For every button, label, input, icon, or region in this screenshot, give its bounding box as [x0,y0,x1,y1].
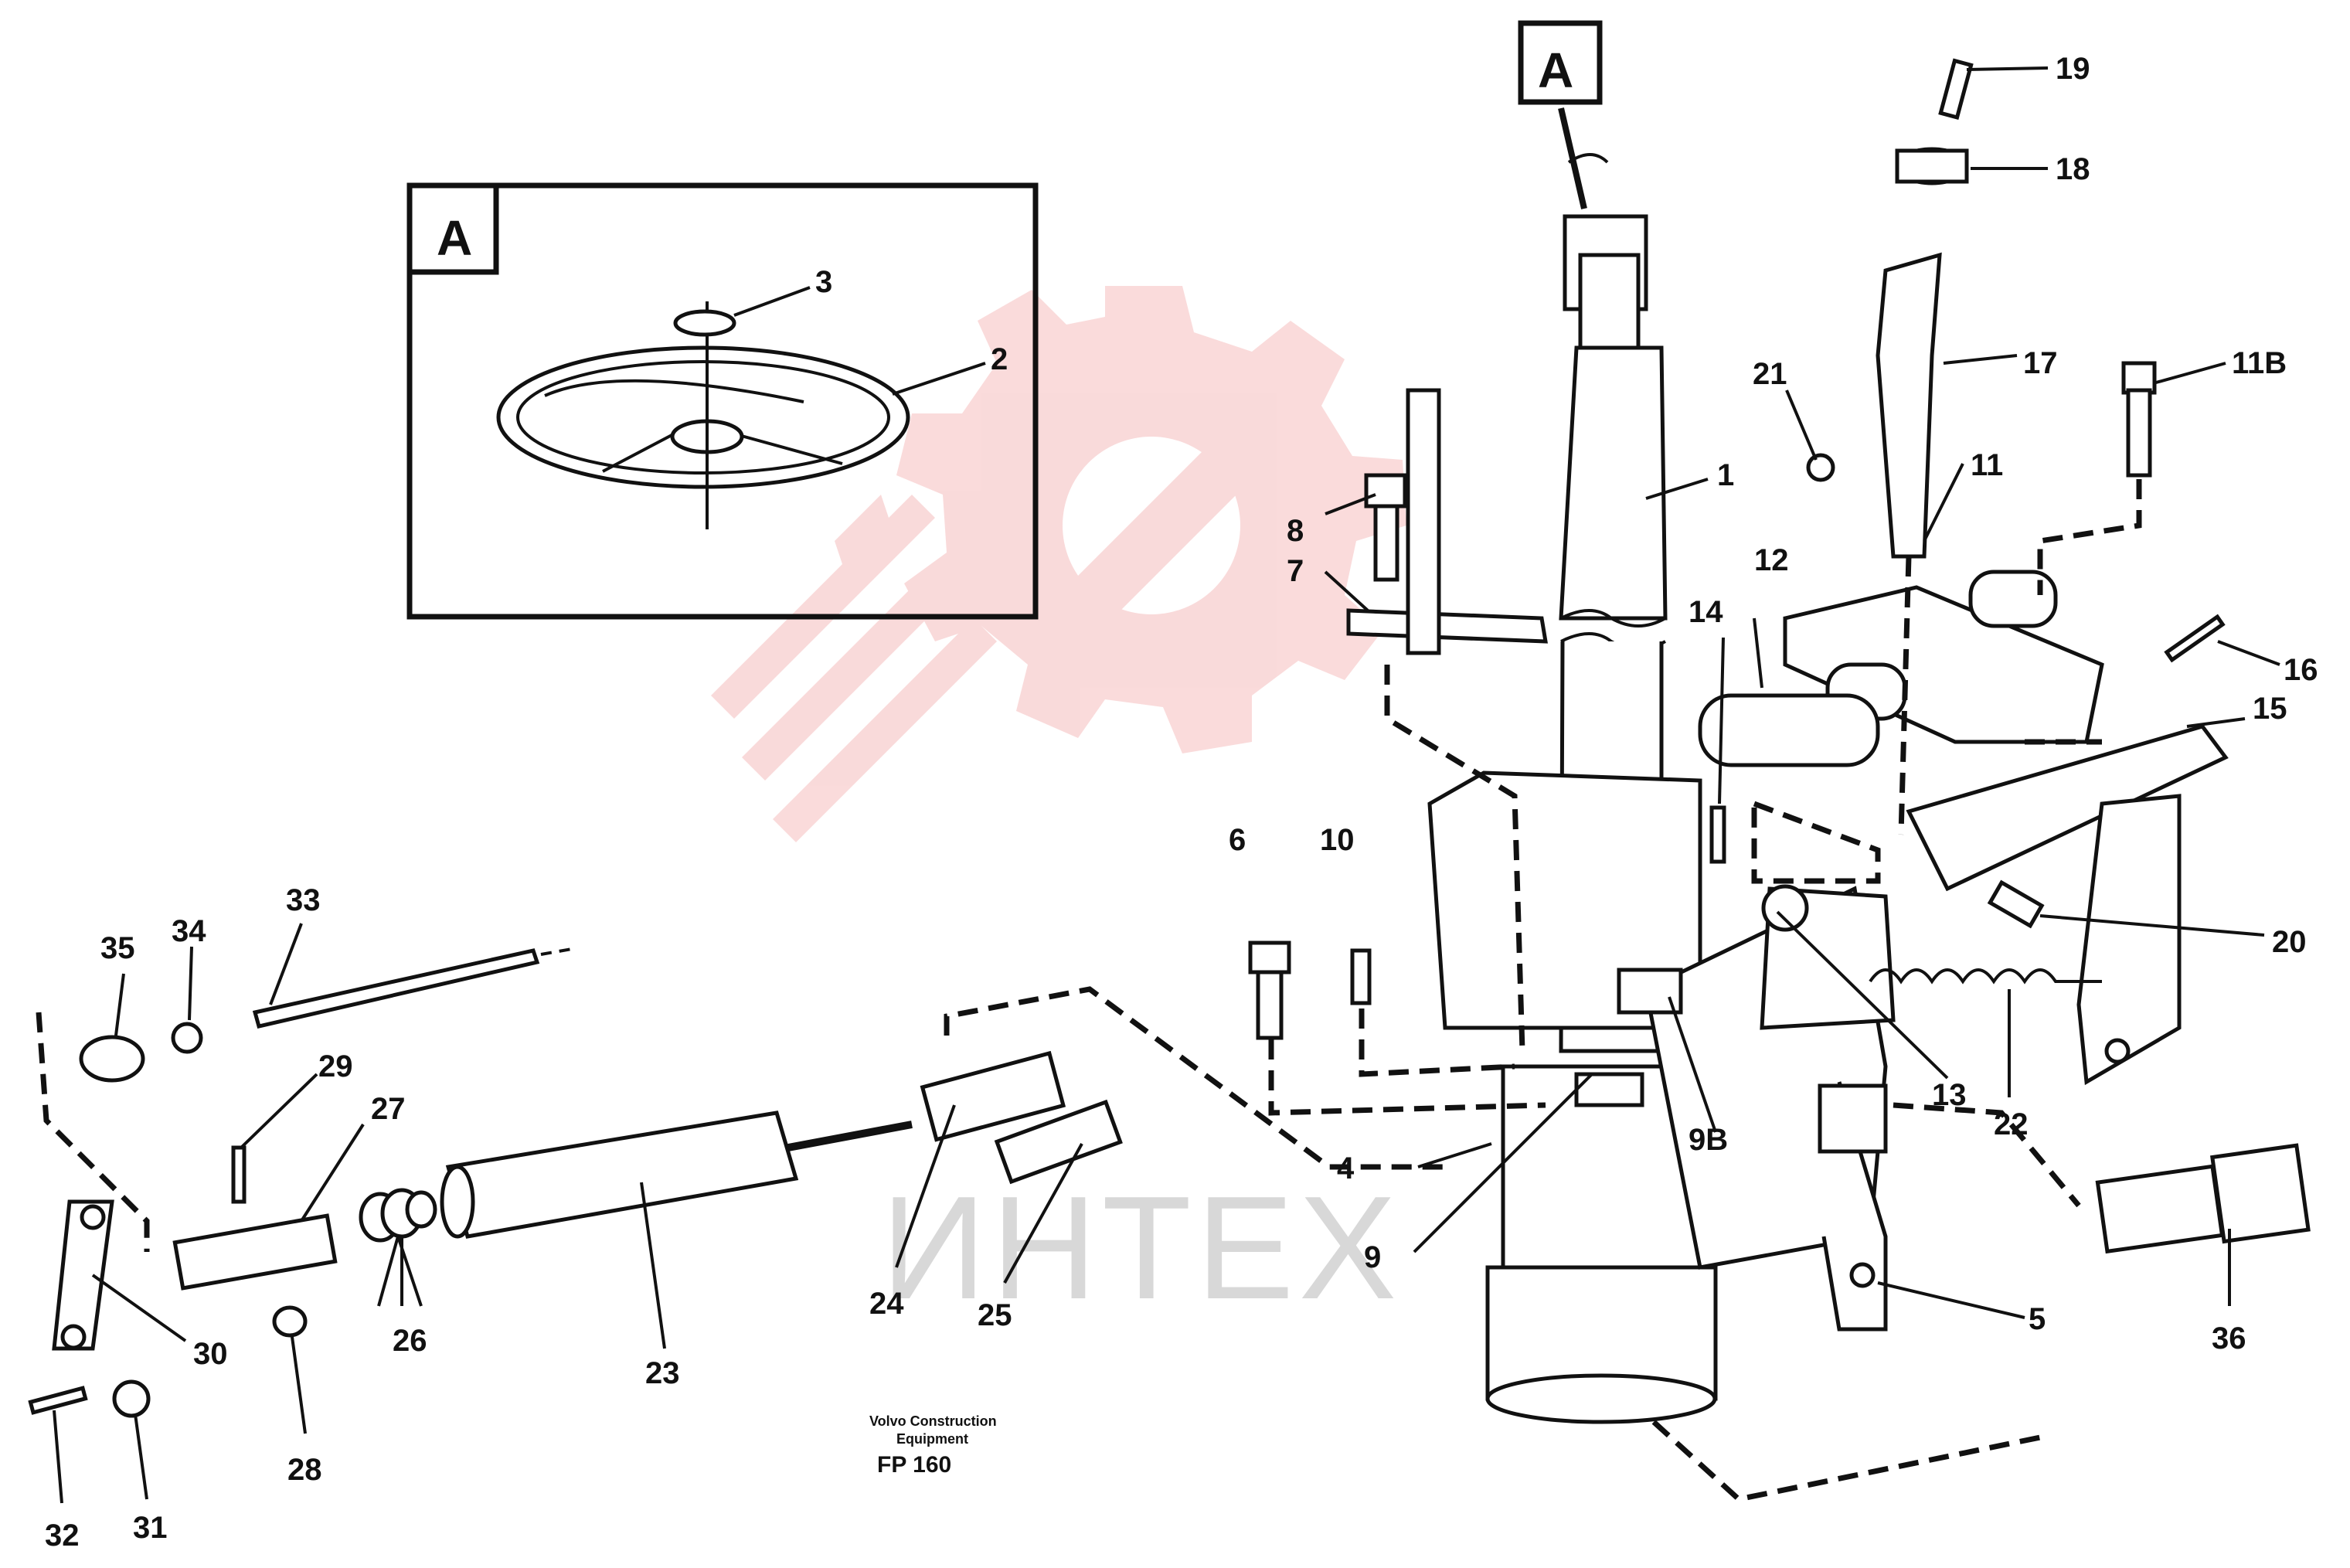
dashed-line-35-30 [36,1012,150,1252]
cylinder-23 [440,1111,913,1239]
bolt-20 [1987,879,2045,929]
leader-lines [53,66,2280,1504]
callout-34: 34 [172,914,206,948]
bolt-6 [1248,940,1291,1040]
callout-32: 32 [45,1519,80,1553]
callout-22: 22 [1994,1107,2029,1141]
callout-17: 17 [2023,346,2058,380]
center-cap [673,309,736,337]
pin-31 [112,1379,151,1418]
callout-36: 36 [2212,1321,2246,1355]
lever-arm-17 [1876,252,1942,559]
callout-1: 1 [1717,458,1734,492]
publisher-credit: Volvo Construction Equipment FP 160 [869,1413,997,1478]
detail-box-label: A [437,210,472,266]
callout-30: 30 [193,1337,228,1371]
callout-15: 15 [2253,692,2287,726]
bolt-8 [1364,473,1407,582]
screw-10 [1350,948,1372,1005]
dashed-line-5 [1651,1420,2041,1502]
callout-3: 3 [815,265,832,299]
callout-24: 24 [869,1287,904,1321]
screw-19 [1938,58,1974,120]
callout-21: 21 [1753,357,1787,391]
callout-33: 33 [286,883,321,917]
nut-34 [171,1022,203,1054]
dashed-line-lever-17 [1898,556,1912,835]
detail-box-a: A [406,182,1039,620]
callout-23: 23 [645,1356,680,1390]
mounting-bracket-7 [1346,388,1548,655]
callout-13: 13 [1932,1078,1967,1112]
cotter-32 [28,1386,88,1415]
callout-31: 31 [133,1511,168,1545]
fork-25 [994,1099,1123,1185]
callout-10: 10 [1320,823,1355,857]
callout-16: 16 [2284,653,2318,687]
callout-numbers: 3 2 1 4 5 6 7 8 9 9B 10 11 11B 12 13 14 … [45,52,2318,1553]
cotter-16 [2164,614,2226,663]
callout-2: 2 [991,342,1008,376]
fitting-36 [2095,1143,2311,1254]
callout-11b: 11B [2232,346,2287,380]
nut-21 [1806,453,1835,482]
clevis-24 [920,1050,1066,1142]
pin-12 [1698,693,1880,767]
watermark-logo [711,286,1406,842]
arm-30 [52,1199,114,1351]
knob-18 [1895,147,1969,185]
callout-9b: 9B [1689,1123,1728,1157]
screw-14 [1709,805,1726,864]
callout-29: 29 [318,1049,353,1083]
callout-9: 9 [1364,1240,1381,1274]
dashed-line-bolt-6 [1268,1039,1546,1116]
bolt-11b [2121,361,2157,478]
drawing-code: FP 160 [877,1452,951,1478]
callout-5: 5 [2029,1302,2046,1336]
dashed-line-cylinder [944,986,1453,1170]
watermark-text: ИНТЕХ [881,1166,1401,1330]
callout-19: 19 [2056,52,2090,86]
lever-27 [172,1213,338,1291]
callout-11: 11 [1971,448,2003,482]
callout-6: 6 [1229,823,1246,857]
pin-28 [272,1305,308,1338]
svg-text:Equipment: Equipment [896,1431,968,1447]
spring-22 [1869,968,2102,985]
callout-26: 26 [393,1324,427,1358]
dashed-line-bracket-to-base [1384,665,1525,1052]
steering-unit [1427,770,1888,1424]
bushings-26 [359,1188,437,1243]
callout-28: 28 [287,1453,322,1487]
callout-7: 7 [1287,554,1304,588]
svg-text:A: A [1538,43,1573,98]
cotter-29 [231,1145,247,1204]
dashed-line-screw-10 [1359,1008,1515,1077]
callout-4: 4 [1337,1151,1355,1185]
callout-18: 18 [2056,152,2090,186]
callout-12: 12 [1754,543,1789,577]
ball-joint-35 [79,1035,145,1083]
dashed-line-plate [1751,799,1881,884]
dashed-line-36 [1893,1102,2081,1208]
callout-25: 25 [978,1298,1012,1332]
steering-wheel [496,301,910,529]
callout-8: 8 [1287,514,1304,548]
callout-35: 35 [100,931,135,965]
dashed-line-11b [2037,479,2142,595]
rod-33 [252,947,573,1029]
column-top-tag: A [1518,20,1603,209]
callout-27: 27 [371,1092,406,1126]
callout-14: 14 [1689,595,1723,629]
lever-15 [1906,724,2229,1086]
callout-20: 20 [2272,925,2307,959]
svg-text:Volvo Construction: Volvo Construction [869,1413,997,1429]
fitting-nut [1818,1083,1888,1154]
